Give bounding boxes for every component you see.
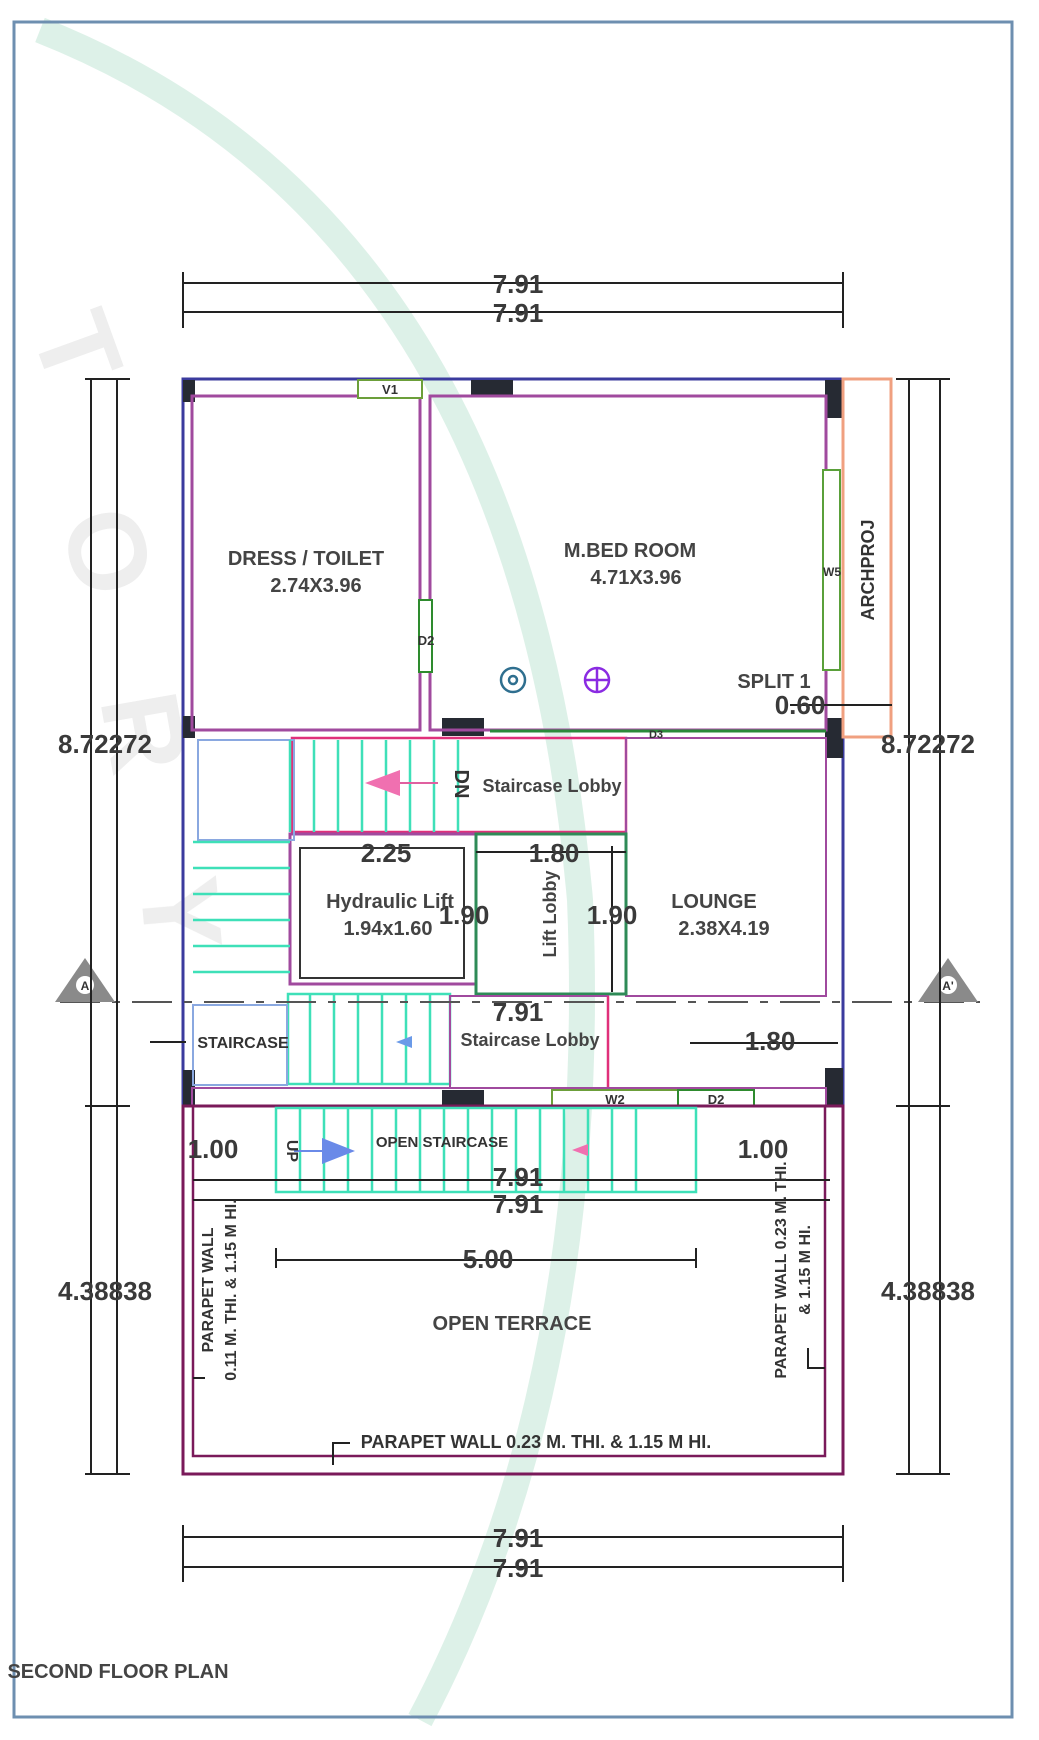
parapet-leader-right bbox=[807, 1348, 825, 1369]
opening-w5: W5 bbox=[823, 565, 841, 579]
room-lift-name: Hydraulic Lift bbox=[326, 891, 454, 913]
section-marker-left-icon bbox=[55, 958, 115, 1002]
room-open-staircase: OPEN STAIRCASE bbox=[376, 1134, 508, 1151]
archproj-box bbox=[841, 377, 893, 739]
section-marker-right-icon bbox=[918, 958, 978, 1002]
svg-text:Y: Y bbox=[116, 871, 245, 955]
window-w5 bbox=[822, 469, 841, 671]
dim-mid-1: 7.91 bbox=[493, 1162, 544, 1192]
dim-left-lower: 4.38838 bbox=[58, 1276, 152, 1306]
room-staircase-lobby-bottom: Staircase Lobby bbox=[460, 1030, 599, 1050]
stair-treads-left bbox=[193, 840, 290, 974]
dim-right-upper: 8.72272 bbox=[881, 729, 975, 759]
up-arrow-icon bbox=[294, 1138, 355, 1164]
section-marker-left: A bbox=[81, 979, 90, 993]
watermark bbox=[35, 17, 595, 1727]
room-dress-toilet-name: DRESS / TOILET bbox=[228, 548, 384, 570]
lounge-room bbox=[625, 737, 827, 997]
parapet-leader-bottom bbox=[332, 1442, 350, 1465]
dn-arrow-icon bbox=[365, 770, 438, 796]
dim-lift-w: 2.25 bbox=[361, 838, 412, 868]
opening-d3: D3 bbox=[649, 729, 663, 741]
parapet-left-line1: PARAPET WALL bbox=[200, 1227, 217, 1352]
small-arrow-icon-2 bbox=[572, 1144, 588, 1156]
dim-terrace-left: 1.00 bbox=[188, 1134, 239, 1164]
room-master-bed-name: M.BED ROOM bbox=[564, 540, 696, 562]
room-open-terrace: OPEN TERRACE bbox=[433, 1313, 592, 1335]
dim-lobby-w: 1.80 bbox=[529, 838, 580, 868]
dress-toilet-room bbox=[190, 394, 422, 732]
parapet-right-line1: PARAPET WALL 0.23 M. THI. bbox=[773, 1161, 790, 1378]
room-lounge-name: LOUNGE bbox=[671, 891, 757, 913]
lift-car bbox=[299, 847, 465, 979]
room-lift-lobby: Lift Lobby bbox=[540, 871, 560, 958]
plan-title: SECOND FLOOR PLAN bbox=[7, 1661, 228, 1683]
dim-right-180: 1.80 bbox=[745, 1026, 796, 1056]
door-d2-left bbox=[418, 599, 433, 673]
svg-text:T: T bbox=[7, 296, 146, 401]
parapet-right-line2: & 1.15 M HI. bbox=[797, 1225, 814, 1315]
dim-split-060: 0.60 bbox=[775, 690, 826, 720]
room-staircase-lobby-top: Staircase Lobby bbox=[482, 776, 621, 796]
opening-w2: W2 bbox=[605, 1092, 625, 1107]
columns bbox=[183, 380, 843, 1106]
dim-stair-mid: 7.91 bbox=[493, 997, 544, 1027]
small-arrow-icon bbox=[396, 1036, 412, 1048]
dim-top-2: 7.91 bbox=[493, 298, 544, 328]
dim-top-1: 7.91 bbox=[493, 269, 544, 299]
dim-mid-2: 7.91 bbox=[493, 1189, 544, 1219]
stair-treads-bottom bbox=[286, 992, 452, 1086]
opening-v1: V1 bbox=[382, 382, 398, 397]
dim-lobby-h: 1.90 bbox=[587, 900, 638, 930]
lift-lobby bbox=[474, 832, 628, 996]
dim-bottom-1: 7.91 bbox=[493, 1523, 544, 1553]
terrace-inner bbox=[191, 1104, 827, 1458]
section-marker-right: A' bbox=[942, 979, 954, 993]
room-lift-size: 1.94x1.60 bbox=[344, 918, 433, 940]
room-master-bed-size: 4.71X3.96 bbox=[590, 567, 681, 589]
dimension-lines bbox=[85, 272, 950, 1582]
parapet-left-line2: 0.11 M. THI. & 1.15 M HI. bbox=[223, 1199, 240, 1380]
dim-right-lower: 4.38838 bbox=[881, 1276, 975, 1306]
label-archproj: ARCHPROJ bbox=[858, 519, 878, 620]
opening-d2-left: D2 bbox=[418, 633, 435, 648]
fan-icon bbox=[499, 666, 527, 694]
room-dress-toilet-size: 2.74X3.96 bbox=[270, 575, 361, 597]
room-staircase: STAIRCASE bbox=[197, 1035, 289, 1052]
dim-terrace-500: 5.00 bbox=[463, 1244, 514, 1274]
dim-lift-h: 1.90 bbox=[439, 900, 490, 930]
window-v1 bbox=[357, 379, 423, 399]
dim-terrace-right: 1.00 bbox=[738, 1134, 789, 1164]
staircase-box bbox=[192, 1004, 288, 1086]
stair-dn-label: DN bbox=[450, 770, 472, 799]
svg-text:O: O bbox=[37, 494, 178, 608]
dim-left-upper: 8.72272 bbox=[58, 729, 152, 759]
stair-up-label: UP bbox=[283, 1140, 300, 1163]
dim-bottom-2: 7.91 bbox=[493, 1553, 544, 1583]
label-split: SPLIT 1 bbox=[737, 671, 810, 693]
room-lounge-size: 2.38X4.19 bbox=[678, 918, 769, 940]
parapet-bottom: PARAPET WALL 0.23 M. THI. & 1.15 M HI. bbox=[361, 1432, 711, 1452]
sheet-border bbox=[12, 20, 1014, 1719]
stair-landing bbox=[197, 739, 295, 841]
light-icon bbox=[583, 666, 611, 694]
opening-d2-bottom: D2 bbox=[708, 1092, 725, 1107]
